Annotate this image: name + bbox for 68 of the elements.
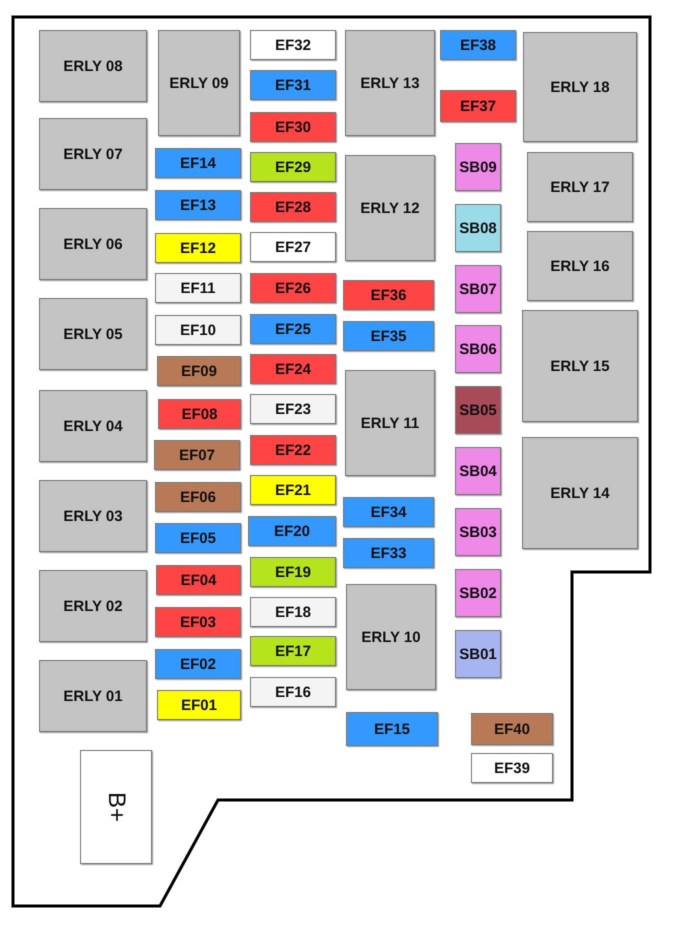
fuse: EF28 xyxy=(250,192,336,222)
relay-block: ERLY 04 xyxy=(39,390,147,462)
fuse: EF02 xyxy=(155,649,241,679)
fuse: EF37 xyxy=(440,90,516,122)
fuse: EF22 xyxy=(250,435,336,465)
fuse: EF18 xyxy=(250,597,336,627)
fuse: EF11 xyxy=(155,273,241,303)
fuse: EF14 xyxy=(155,148,241,178)
fuse: EF13 xyxy=(155,190,241,220)
fuse: SB01 xyxy=(455,630,501,678)
battery-terminal: B+ xyxy=(80,750,152,864)
relay-block: ERLY 02 xyxy=(39,570,147,642)
fuse: SB08 xyxy=(455,204,501,252)
fuse: EF04 xyxy=(156,565,241,595)
fuse: EF12 xyxy=(155,233,241,263)
fuse: EF39 xyxy=(471,753,553,783)
fuse: EF26 xyxy=(250,273,336,303)
fuse: EF08 xyxy=(158,399,241,429)
fuse: EF40 xyxy=(471,713,553,745)
fuse: EF03 xyxy=(155,607,241,637)
fuse: EF32 xyxy=(250,30,336,60)
relay-block: ERLY 05 xyxy=(39,298,147,370)
fuse: EF29 xyxy=(250,152,336,182)
fuse: EF30 xyxy=(250,112,336,142)
fuse: EF34 xyxy=(343,497,434,527)
fuse: SB05 xyxy=(455,386,501,434)
relay-block: ERLY 10 xyxy=(346,584,436,690)
fuse: EF23 xyxy=(250,394,336,424)
fuse: EF10 xyxy=(155,315,241,345)
relay-block: ERLY 16 xyxy=(527,231,633,301)
fuse: EF07 xyxy=(154,440,240,470)
relay-block: ERLY 07 xyxy=(39,118,147,190)
fuse: EF24 xyxy=(250,354,336,384)
relay-block: ERLY 11 xyxy=(345,370,435,476)
fuse: EF38 xyxy=(440,30,516,60)
fuse: SB02 xyxy=(455,569,501,617)
fuse: EF16 xyxy=(250,677,336,707)
fuse: SB03 xyxy=(455,508,501,556)
fuse: SB04 xyxy=(455,447,501,495)
relay-block: ERLY 01 xyxy=(39,660,147,732)
fuse: SB09 xyxy=(455,143,501,191)
fuse: EF06 xyxy=(155,482,241,512)
relay-block: ERLY 17 xyxy=(527,152,633,222)
fuse: SB07 xyxy=(455,265,501,313)
relay-block: ERLY 12 xyxy=(345,155,435,261)
fuse: EF35 xyxy=(343,321,434,351)
fuse: EF36 xyxy=(343,280,434,310)
fuse: EF17 xyxy=(250,636,336,666)
fuse: EF05 xyxy=(155,523,241,553)
fuse: EF31 xyxy=(250,70,336,100)
relay-block: ERLY 09 xyxy=(158,30,240,136)
fuse: EF19 xyxy=(250,557,336,587)
fuse: EF33 xyxy=(343,538,434,568)
fuse: EF20 xyxy=(248,516,336,546)
relay-block: ERLY 18 xyxy=(523,32,637,142)
relay-block: ERLY 06 xyxy=(39,208,147,280)
fuse: EF15 xyxy=(346,712,438,746)
fuse: SB06 xyxy=(455,325,501,373)
fuse: EF09 xyxy=(157,356,241,386)
relay-block: ERLY 14 xyxy=(522,437,638,549)
fuse: EF21 xyxy=(250,475,336,505)
relay-block: ERLY 15 xyxy=(522,310,638,422)
relay-block: ERLY 13 xyxy=(345,30,435,136)
fuse: EF27 xyxy=(250,232,336,262)
relay-block: ERLY 03 xyxy=(39,480,147,552)
fuse: EF01 xyxy=(157,690,241,720)
fuse: EF25 xyxy=(250,314,336,344)
relay-block: ERLY 08 xyxy=(39,30,147,102)
